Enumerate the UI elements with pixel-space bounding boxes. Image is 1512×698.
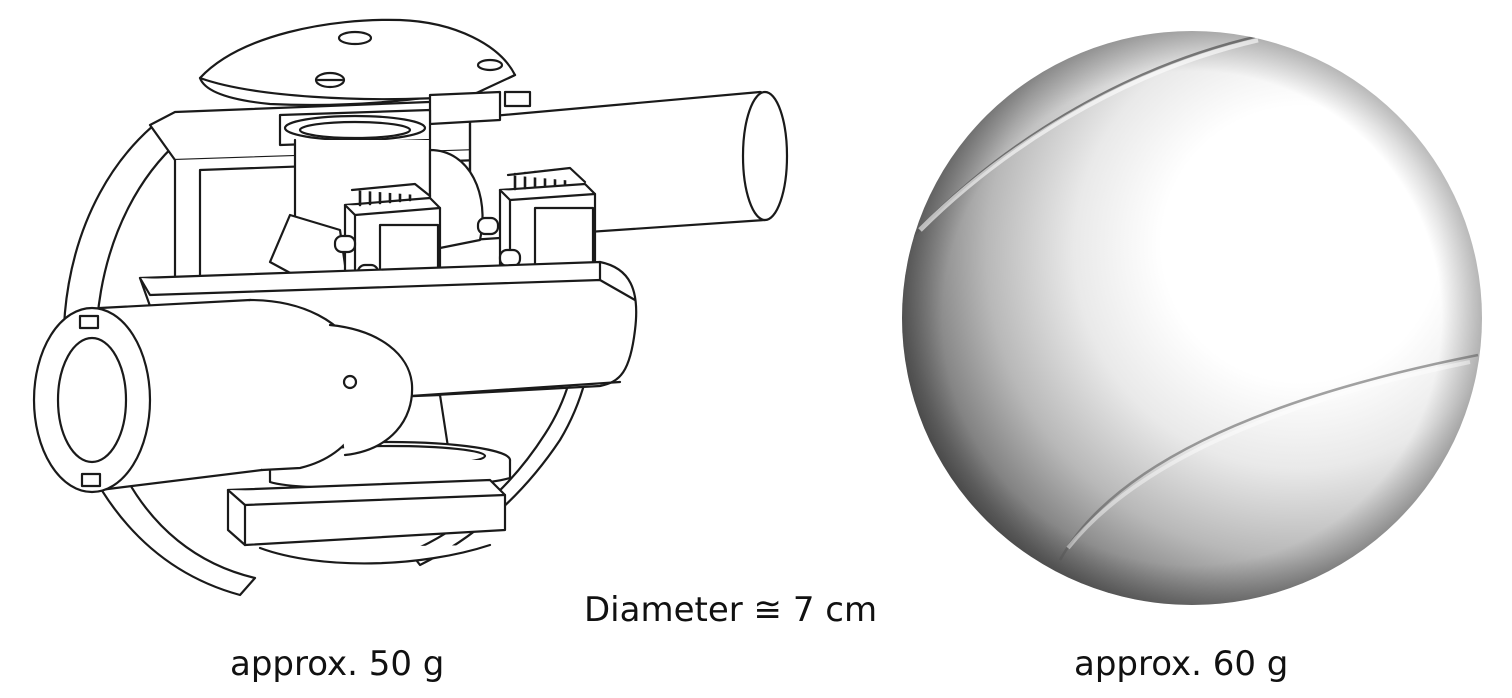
shaded-ball-icon <box>902 31 1482 605</box>
bottom-block <box>226 478 507 565</box>
bearing-neck <box>278 108 432 147</box>
front-cylinder <box>32 298 414 494</box>
diameter-caption: Diameter ≅ 7 cm <box>584 590 878 630</box>
right-mass-caption: approx. 60 g <box>1074 644 1289 684</box>
ball-seam-lower <box>1058 353 1479 561</box>
mechanism-drawing-icon <box>32 18 789 597</box>
left-mass-caption: approx. 50 g <box>230 644 445 684</box>
top-dome <box>198 18 532 126</box>
connector-block-right <box>476 166 597 280</box>
